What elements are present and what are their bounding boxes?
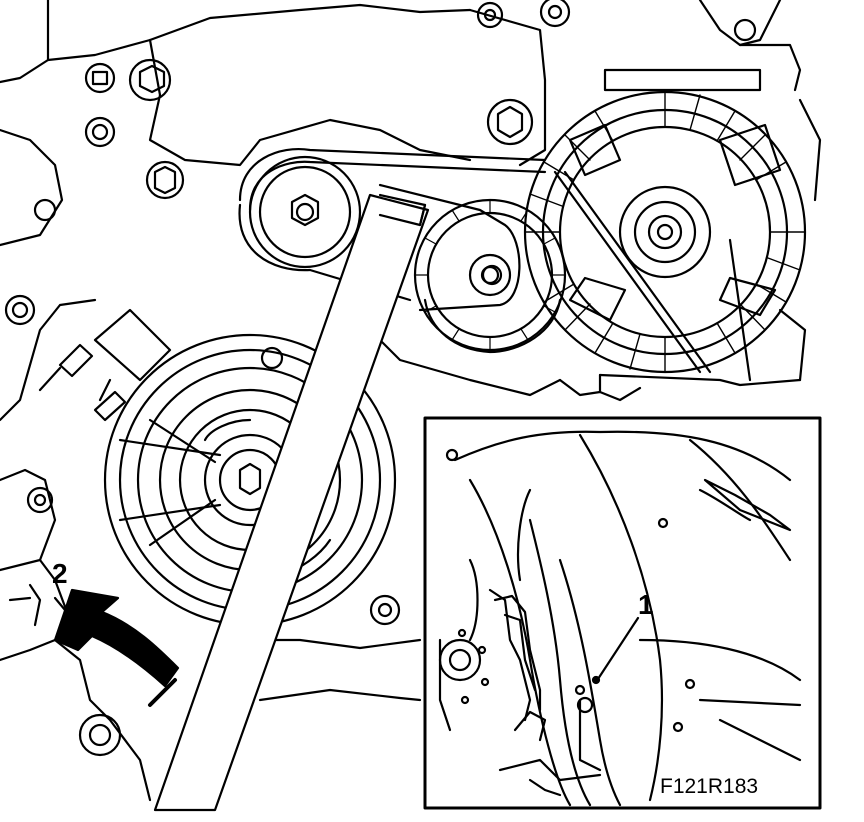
bolt-center-top <box>486 98 534 146</box>
bolt-upper-left-3 <box>84 116 116 148</box>
bolt-lower-left <box>26 486 54 514</box>
sensor-connector <box>38 308 172 422</box>
callout-label-1: 1 <box>638 589 654 620</box>
bolt-left-1 <box>33 198 57 222</box>
idler-pulley <box>248 155 362 269</box>
bolt-bottom-center <box>369 594 401 626</box>
alternator <box>523 90 822 394</box>
bolt-top-right-1 <box>476 1 504 29</box>
rotation-arrow <box>53 588 180 707</box>
detail-inset <box>423 416 822 810</box>
inset-detail-lines <box>438 430 802 807</box>
small-bracket-left <box>8 583 67 627</box>
bolt-bottom-left <box>78 713 122 757</box>
figure-id-label: F121R183 <box>660 775 758 798</box>
hose-top-right <box>603 0 802 92</box>
callout-leader-1 <box>596 616 640 681</box>
lever-tool <box>153 193 430 812</box>
tensioner-arm <box>378 183 521 312</box>
drive-belt <box>238 148 752 382</box>
bolt-top-right-2 <box>539 0 571 28</box>
bolt-upper-left-2 <box>128 58 172 102</box>
callout-label-2: 2 <box>52 558 68 589</box>
tensioner-pulley <box>413 198 567 352</box>
bolt-center-small <box>260 346 284 370</box>
crankshaft-pulley <box>103 333 397 627</box>
bolt-upper-left-1 <box>84 62 116 94</box>
bolt-left-2 <box>4 294 36 326</box>
bolt-upper-left-4 <box>145 160 185 200</box>
